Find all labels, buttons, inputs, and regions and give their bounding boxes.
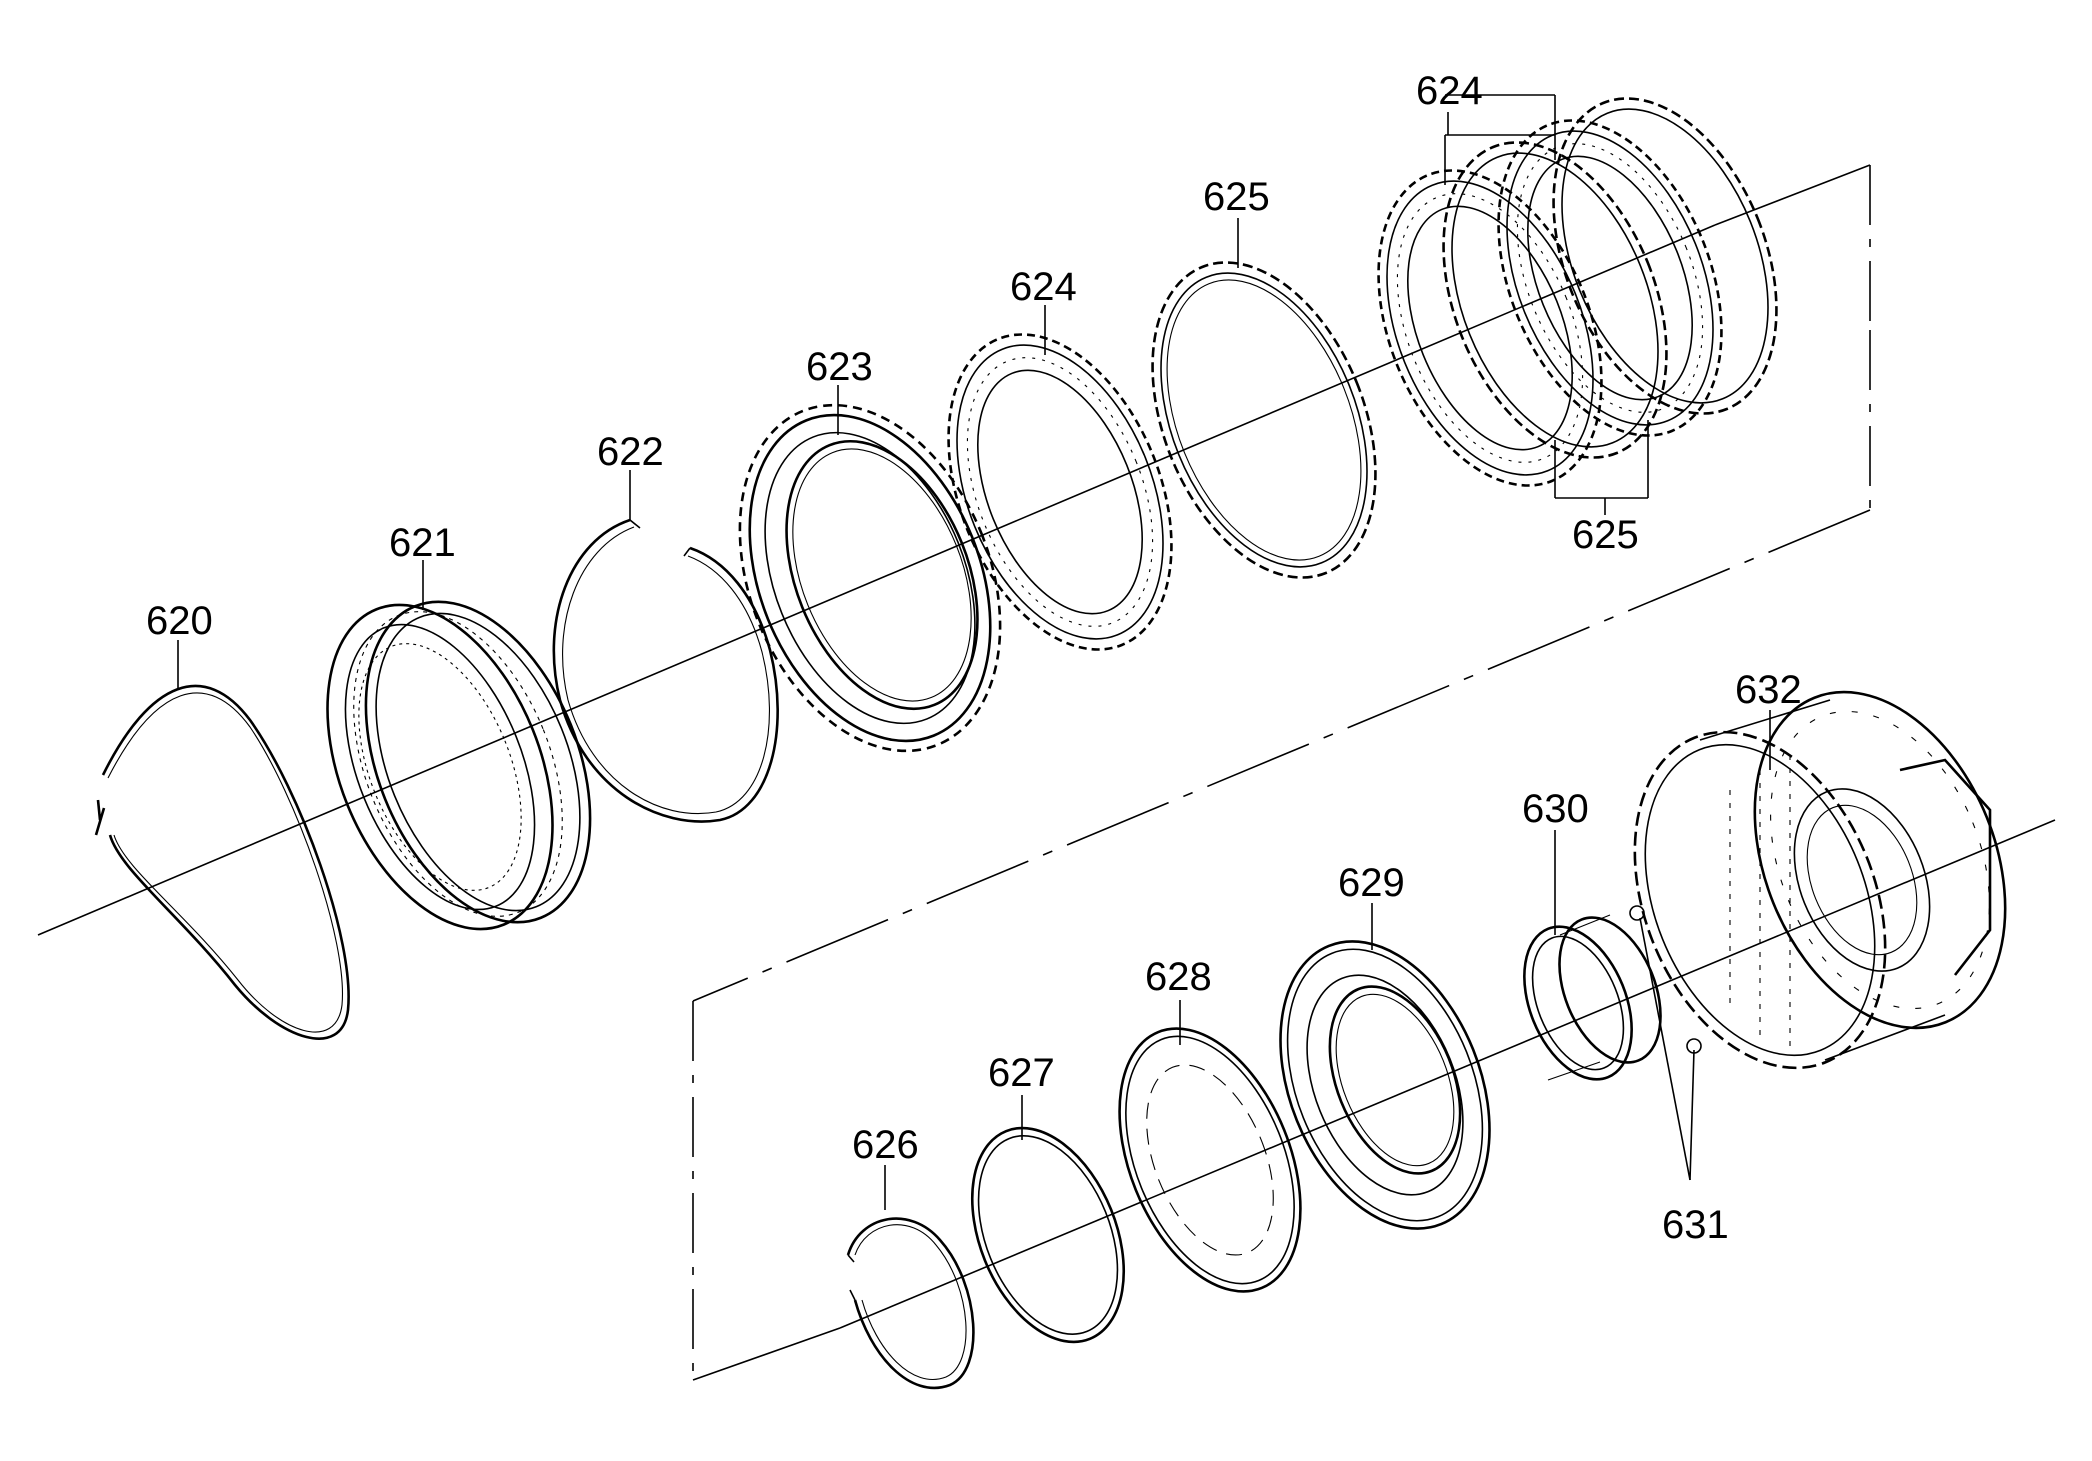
part-622-snap-ring bbox=[552, 518, 779, 823]
label-626: 626 bbox=[852, 1123, 919, 1167]
label-620: 620 bbox=[146, 599, 213, 643]
part-631-check-balls bbox=[1629, 905, 1702, 1054]
part-620-snap-ring bbox=[94, 684, 350, 1040]
part-632-clutch-housing bbox=[1633, 690, 2007, 1070]
label-624-group: 624 bbox=[1416, 69, 1483, 113]
label-630: 630 bbox=[1522, 787, 1589, 831]
label-624-single: 624 bbox=[1010, 265, 1077, 309]
label-622: 622 bbox=[597, 430, 664, 474]
part-626-snap-ring bbox=[846, 1217, 975, 1390]
part-621-splined-ring bbox=[326, 600, 592, 931]
label-623: 623 bbox=[806, 345, 873, 389]
upper-leader-lines bbox=[177, 94, 1649, 690]
upper-axis-line bbox=[37, 224, 1716, 936]
label-625-group: 625 bbox=[1572, 513, 1639, 557]
upper-group-bracket bbox=[692, 164, 1871, 1002]
part-623-toothed-ring bbox=[738, 403, 1002, 753]
label-628: 628 bbox=[1145, 955, 1212, 999]
lower-leader-lines bbox=[884, 710, 1771, 1210]
lower-group-bracket bbox=[692, 1001, 841, 1381]
label-632: 632 bbox=[1735, 668, 1802, 712]
label-621: 621 bbox=[389, 521, 456, 565]
label-631: 631 bbox=[1662, 1203, 1729, 1247]
part-630-bearing bbox=[1523, 914, 1662, 1081]
part-clutch-pack-stack bbox=[1377, 97, 1778, 487]
label-625-single: 625 bbox=[1203, 175, 1270, 219]
part-627-seal-ring bbox=[970, 1126, 1126, 1344]
part-625-steel-plate bbox=[1151, 261, 1377, 579]
part-628-spring-plate bbox=[1118, 1027, 1302, 1293]
label-629: 629 bbox=[1338, 861, 1405, 905]
part-624-friction-plate bbox=[947, 333, 1173, 651]
label-627: 627 bbox=[988, 1051, 1055, 1095]
part-629-piston bbox=[1279, 940, 1491, 1230]
